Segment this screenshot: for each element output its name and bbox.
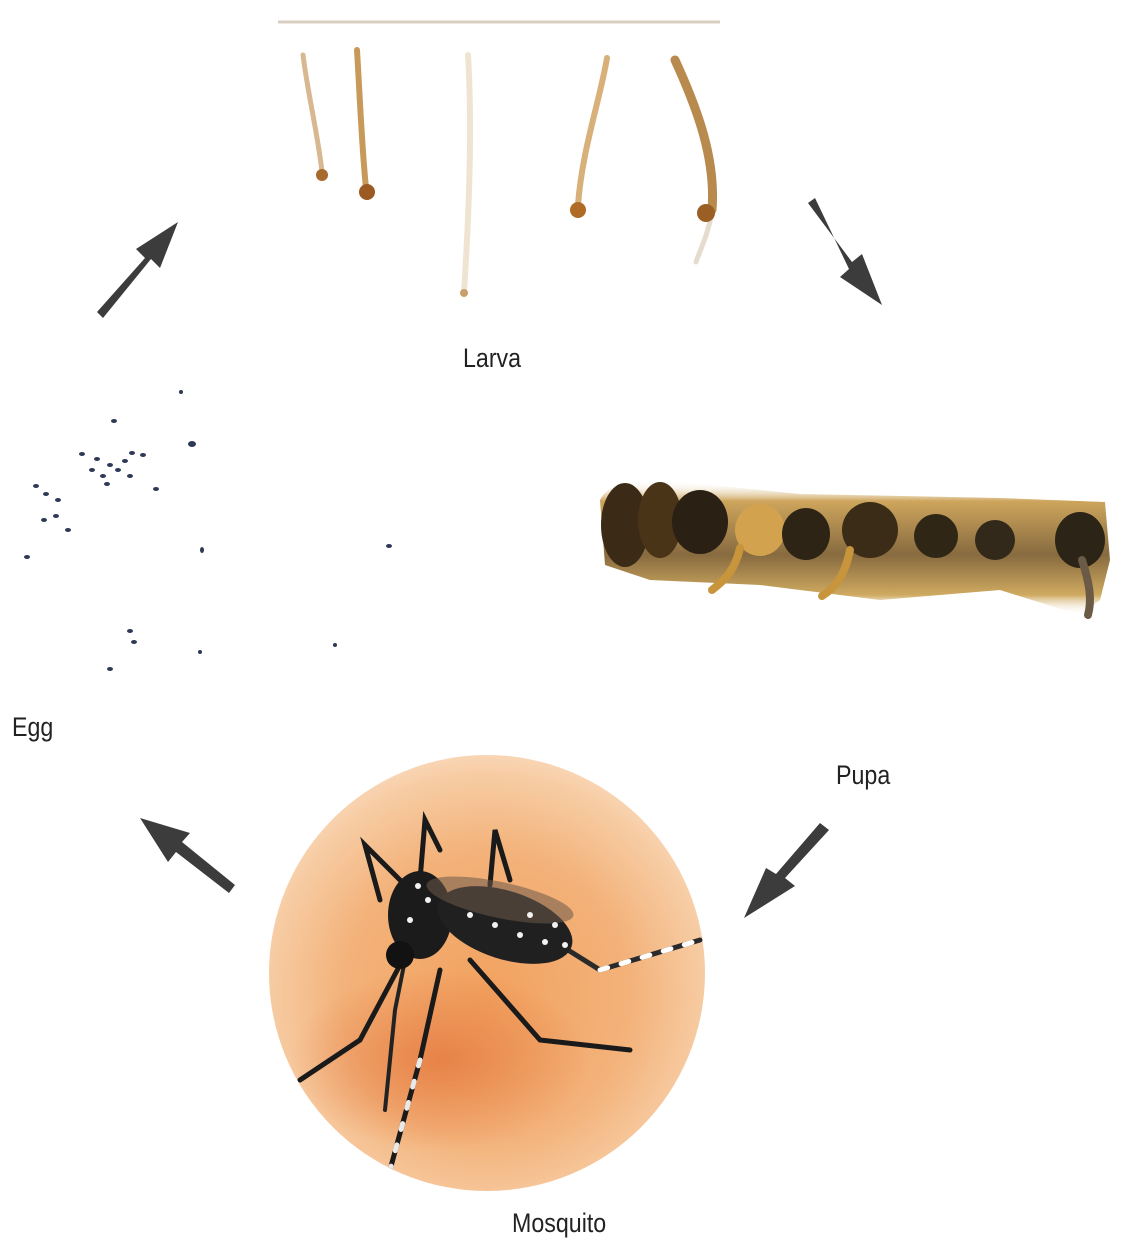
larva-specimen (303, 55, 328, 181)
mosquito-label: Mosquito (512, 1208, 606, 1239)
mosquito-to-egg-arrow (140, 818, 235, 893)
larva-to-pupa-arrow (808, 198, 882, 305)
larva-specimen (460, 55, 470, 297)
egg-photo (24, 390, 392, 671)
larva-label: Larva (463, 343, 521, 374)
egg-to-larva-arrow (97, 222, 178, 318)
pupa-label: Pupa (836, 760, 890, 791)
egg-label: Egg (12, 712, 53, 743)
larva-photo (278, 22, 720, 297)
pupa-photo (600, 481, 1110, 615)
larva-specimen (675, 60, 715, 262)
mosquito-photo (269, 755, 705, 1191)
pupa-to-mosquito-arrow (744, 823, 829, 918)
larva-specimen (357, 50, 375, 200)
larva-specimen (570, 58, 607, 218)
